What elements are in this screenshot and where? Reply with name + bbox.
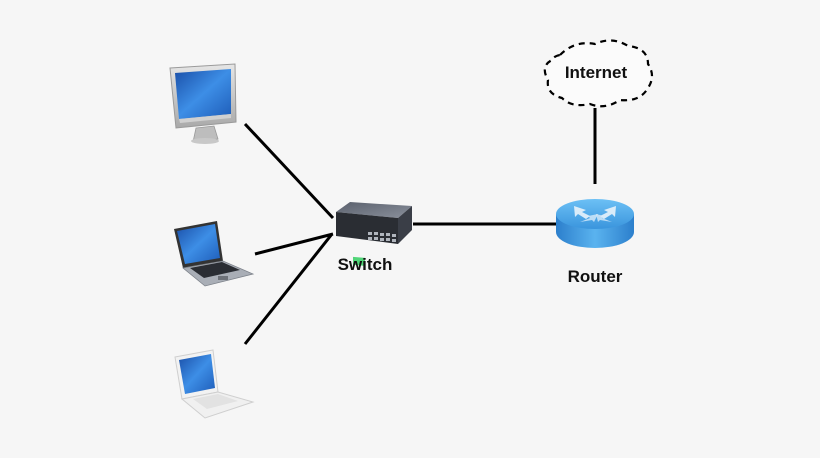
cloud-icon[interactable]: [543, 39, 654, 108]
connection-laptop-switch: [254, 232, 334, 256]
router-icon[interactable]: [556, 199, 634, 248]
white-laptop-icon[interactable]: [174, 349, 255, 419]
switch-label: Switch: [338, 255, 393, 274]
connection-white-laptop-switch: [243, 233, 334, 345]
internet-label: Internet: [565, 63, 628, 82]
router-label: Router: [568, 267, 623, 286]
laptop-icon[interactable]: [174, 221, 255, 287]
network-switch-icon[interactable]: [336, 202, 412, 266]
connection-desktop-switch: [243, 122, 335, 220]
connections: [243, 108, 597, 345]
desktop-computer-icon[interactable]: [169, 63, 237, 144]
